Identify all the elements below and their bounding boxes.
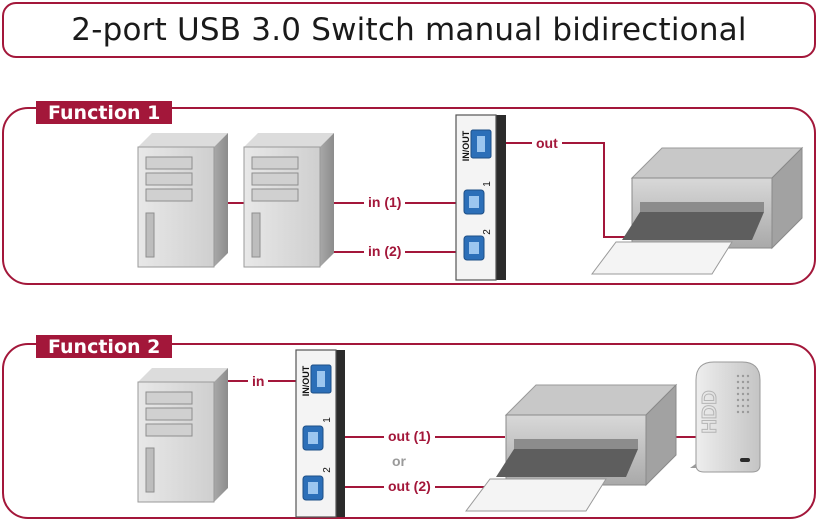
function-2-panel <box>2 343 816 519</box>
function-1-panel <box>2 107 816 285</box>
title-text: 2-port USB 3.0 Switch manual bidirection… <box>71 12 747 48</box>
page-title: 2-port USB 3.0 Switch manual bidirection… <box>2 2 816 58</box>
f1-port-1-label: 1 <box>482 181 493 187</box>
f1-port-2-label: 2 <box>482 229 493 235</box>
f2-in-label: in <box>248 373 269 389</box>
function-1-label: Function 1 <box>36 101 173 124</box>
hdd-label: HDD <box>699 390 721 433</box>
f2-port-1-label: 1 <box>322 417 333 423</box>
desktop-tower-icon <box>137 132 229 268</box>
f2-port-2-label: 2 <box>322 467 333 473</box>
f1-in2-label: in (2) <box>364 243 406 259</box>
f1-out-label: out <box>532 135 562 151</box>
desktop-tower-icon <box>243 132 335 268</box>
function-2-label: Function 2 <box>36 335 173 358</box>
hdd-icon: HDD <box>690 361 761 473</box>
f1-in1-label: in (1) <box>364 194 406 210</box>
f2-or-label: or <box>392 453 406 469</box>
desktop-tower-icon <box>137 367 229 503</box>
printer-icon <box>591 147 803 275</box>
usb-switch-icon <box>295 349 345 518</box>
printer-icon <box>465 384 677 512</box>
usb-switch-icon <box>455 114 506 281</box>
f2-port-top-label: IN/OUT <box>301 365 311 396</box>
f2-out1-label: out (1) <box>384 428 435 444</box>
f1-port-top-label: IN/OUT <box>461 130 471 161</box>
f2-out2-label: out (2) <box>384 478 435 494</box>
